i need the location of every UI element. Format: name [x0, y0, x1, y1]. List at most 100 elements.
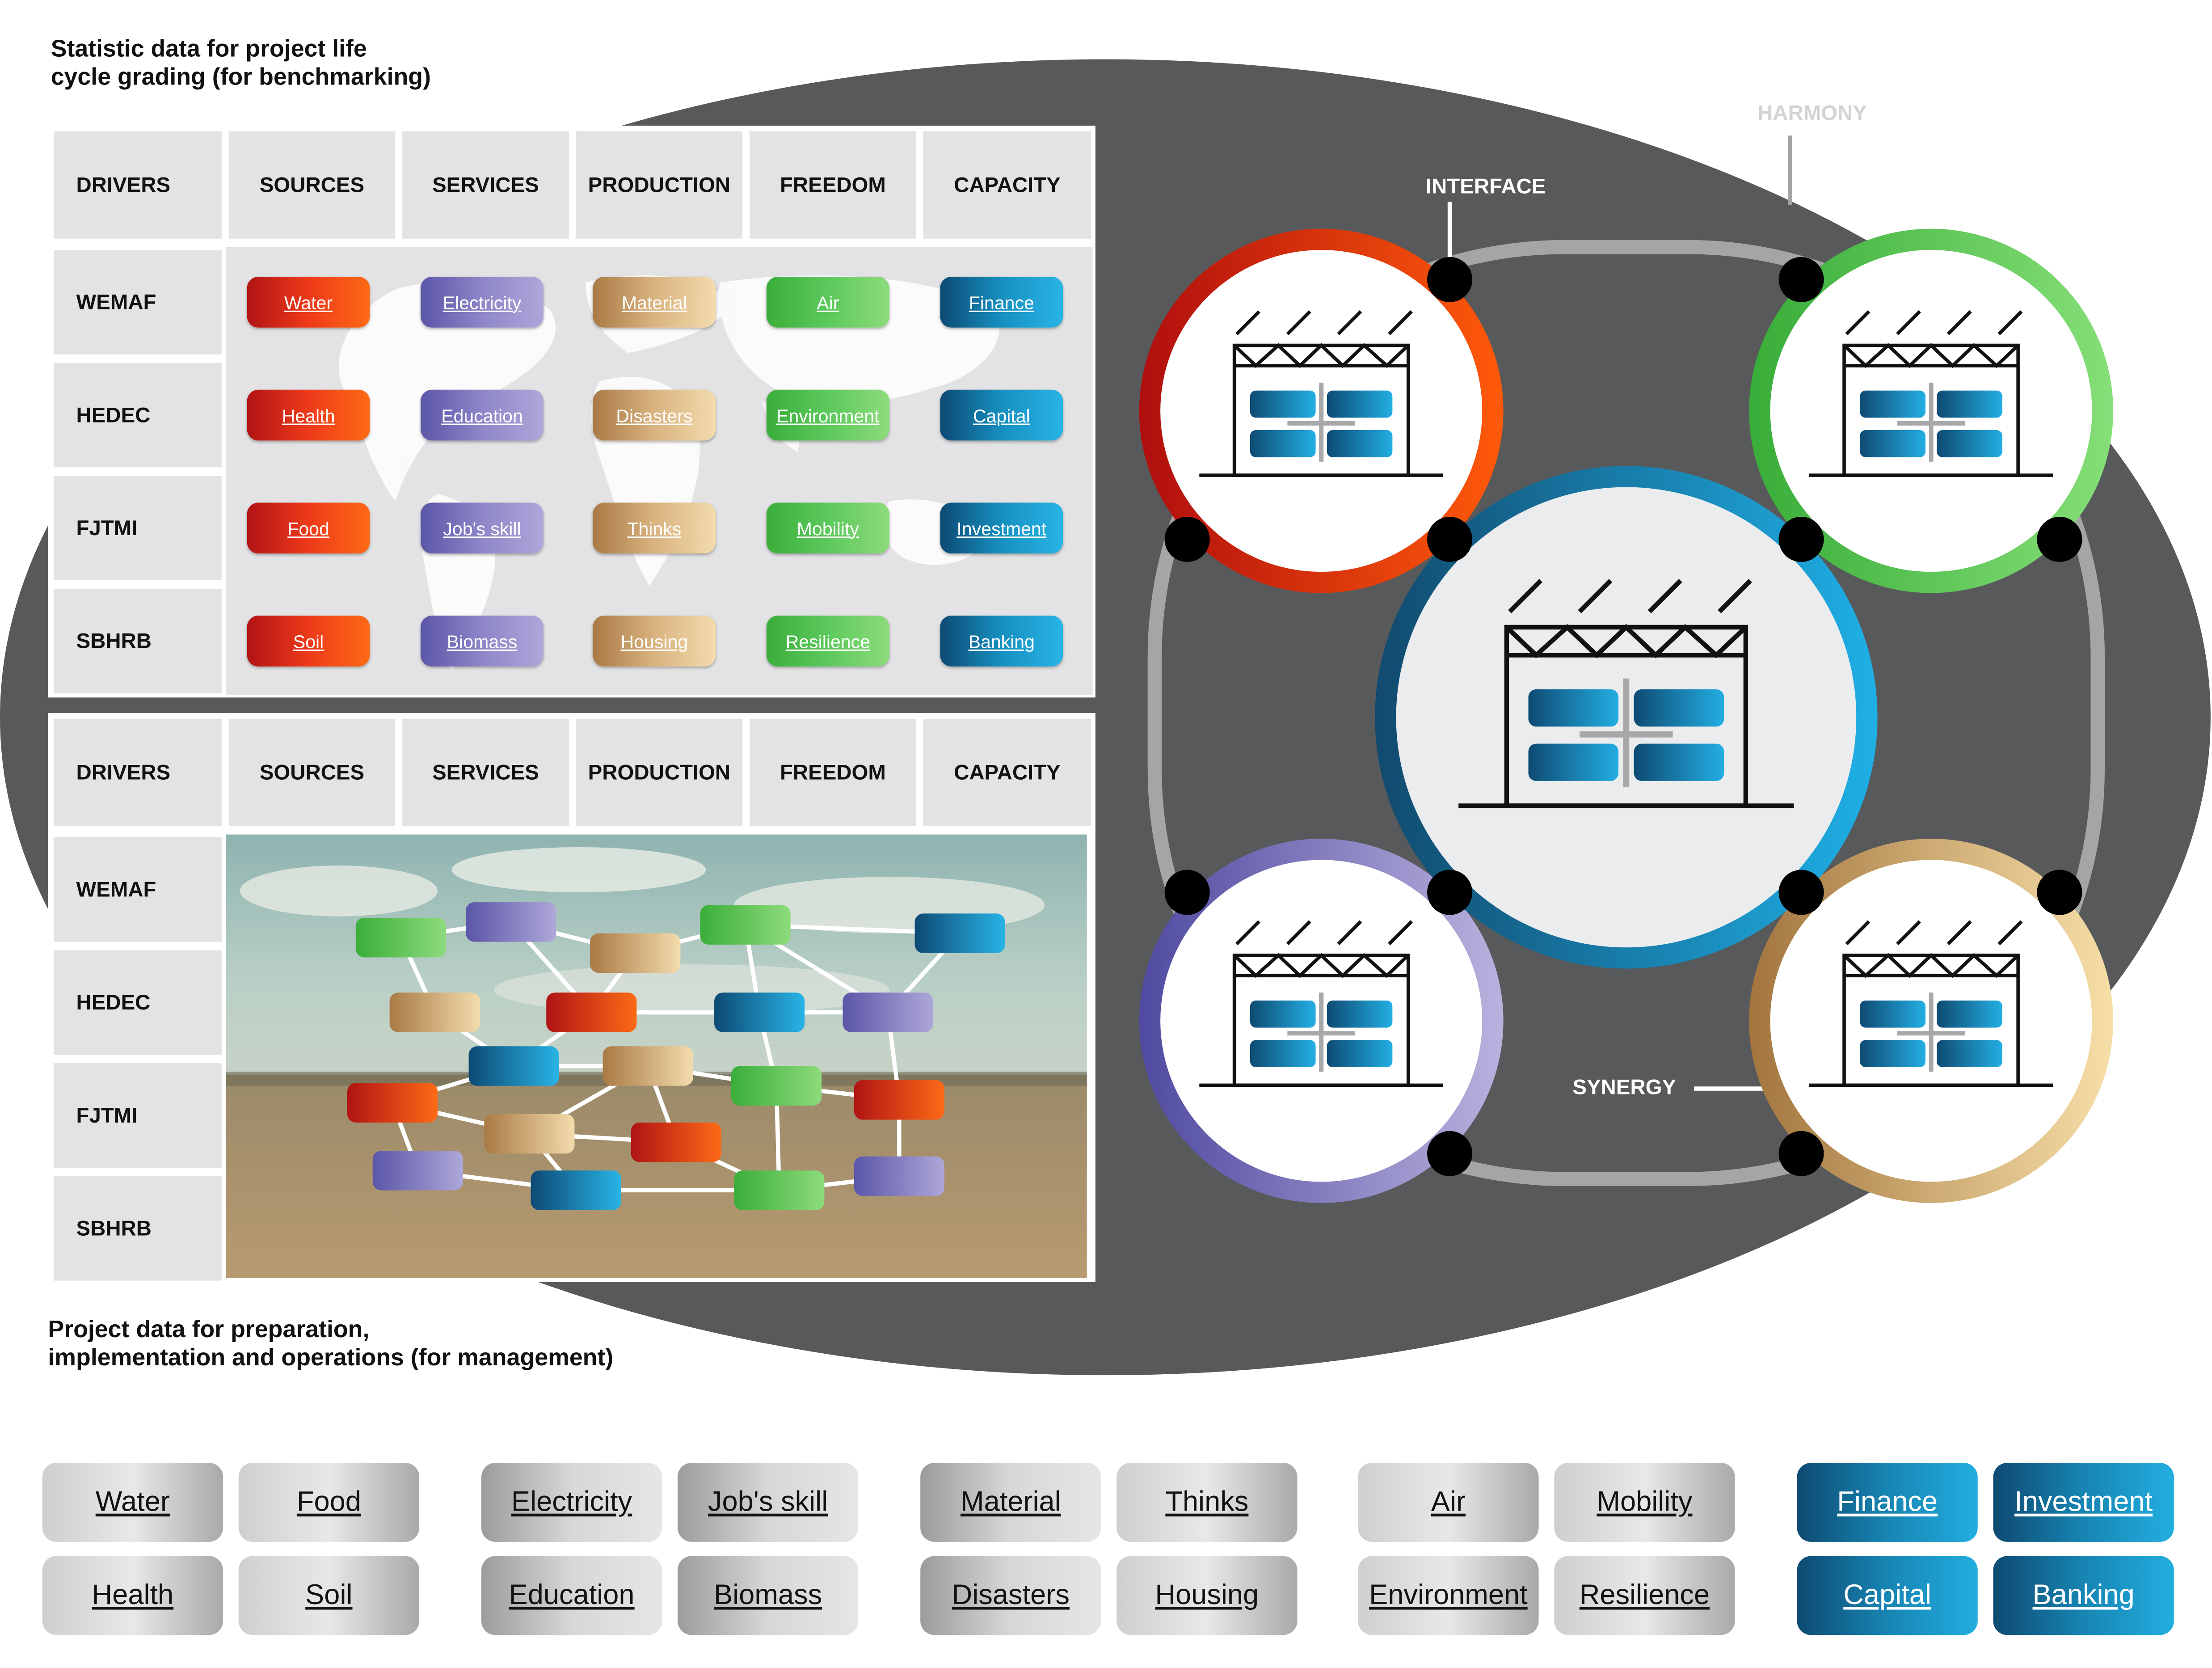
cell-pill-air[interactable]: Air [766, 277, 889, 328]
top-header-freedom: FREEDOM [750, 131, 916, 239]
network-graph [226, 834, 1087, 1278]
cell-pill-health[interactable]: Health [247, 389, 370, 441]
network-node[interactable] [854, 1080, 944, 1120]
network-node[interactable] [389, 992, 480, 1032]
harmony-ring [1147, 240, 2105, 1186]
legend-button-soil[interactable]: Soil [238, 1556, 420, 1635]
savanna-photo [226, 834, 1087, 1278]
circle-services [1139, 839, 1504, 1203]
bottom-header-sources: SOURCES [228, 718, 396, 826]
interface-label: INTERFACE [1425, 175, 1546, 199]
cell-pill-mobility[interactable]: Mobility [766, 503, 889, 554]
circle-sources [1139, 228, 1504, 593]
legend-button-job-s-skill[interactable]: Job's skill [677, 1462, 859, 1542]
top-row-hedec: HEDEC [54, 363, 222, 468]
cell-pill-investment[interactable]: Investment [940, 503, 1063, 554]
legend-button-mobility[interactable]: Mobility [1554, 1462, 1735, 1542]
network-node[interactable] [700, 905, 791, 945]
circle-freedom [1749, 228, 2113, 593]
bottom-header-freedom: FREEDOM [750, 718, 916, 826]
cell-pill-capital[interactable]: Capital [940, 389, 1063, 441]
cell-pill-biomass[interactable]: Biomass [421, 616, 544, 667]
cell-pill-education[interactable]: Education [421, 389, 544, 441]
legend-button-material[interactable]: Material [920, 1462, 1101, 1542]
legend-button-electricity[interactable]: Electricity [481, 1462, 662, 1542]
legend-button-capital[interactable]: Capital [1797, 1556, 1978, 1635]
interface-node [1427, 870, 1473, 915]
interface-node [1427, 257, 1473, 302]
top-header-services: SERVICES [402, 131, 569, 239]
legend-button-thinks[interactable]: Thinks [1117, 1462, 1298, 1542]
network-node[interactable] [603, 1046, 693, 1086]
network-node[interactable] [468, 1046, 559, 1086]
network-node[interactable] [734, 1170, 825, 1210]
harmony-label: HARMONY [1757, 101, 1867, 126]
legend-button-environment[interactable]: Environment [1358, 1556, 1539, 1635]
cell-pill-food[interactable]: Food [247, 503, 370, 554]
top-header-production: PRODUCTION [576, 131, 743, 239]
interface-node [1164, 870, 1210, 915]
bottom-caption: Project data for preparation, implementa… [48, 1316, 613, 1372]
legend-button-housing[interactable]: Housing [1117, 1556, 1298, 1635]
cell-pill-resilience[interactable]: Resilience [766, 616, 889, 667]
network-node[interactable] [914, 913, 1005, 953]
interface-node [1427, 1131, 1473, 1176]
bottom-header-drivers: DRIVERS [54, 718, 222, 826]
bottom-header-capacity: CAPACITY [923, 718, 1091, 826]
network-node[interactable] [531, 1170, 621, 1210]
cell-pill-environment[interactable]: Environment [766, 389, 889, 441]
legend-button-biomass[interactable]: Biomass [677, 1556, 859, 1635]
circle-capacity-center [1375, 466, 1878, 969]
cell-pill-finance[interactable]: Finance [940, 277, 1063, 328]
network-node[interactable] [372, 1151, 463, 1191]
network-node[interactable] [714, 992, 805, 1032]
network-node[interactable] [546, 992, 637, 1032]
cell-pill-soil[interactable]: Soil [247, 616, 370, 667]
bottom-row-fjtmi: FJTMI [54, 1063, 222, 1168]
network-node[interactable] [355, 917, 447, 958]
cell-pill-electricity[interactable]: Electricity [421, 277, 544, 328]
cell-pill-housing[interactable]: Housing [593, 616, 716, 667]
network-node[interactable] [466, 902, 556, 942]
bottom-row-hedec: HEDEC [54, 950, 222, 1055]
synergy-label: SYNERGY [1572, 1076, 1677, 1100]
legend-button-disasters[interactable]: Disasters [920, 1556, 1101, 1635]
legend-button-air[interactable]: Air [1358, 1462, 1539, 1542]
cell-pill-disasters[interactable]: Disasters [593, 389, 716, 441]
cell-pill-water[interactable]: Water [247, 277, 370, 328]
top-caption-line2: cycle grading (for benchmarking) [51, 63, 431, 91]
bottom-caption-line2: implementation and operations (for manag… [48, 1344, 614, 1371]
cell-pill-job-s-skill[interactable]: Job's skill [421, 503, 544, 554]
network-node[interactable] [347, 1083, 438, 1123]
top-row-wemaf: WEMAF [54, 250, 222, 355]
interface-node [2037, 870, 2082, 915]
cell-pill-material[interactable]: Material [593, 277, 716, 328]
network-node[interactable] [631, 1122, 721, 1162]
top-caption-line1: Statistic data for project life [51, 35, 367, 62]
bottom-header-production: PRODUCTION [576, 718, 743, 826]
legend-button-education[interactable]: Education [481, 1556, 662, 1635]
legend-button-resilience[interactable]: Resilience [1554, 1556, 1735, 1635]
cell-pill-banking[interactable]: Banking [940, 616, 1063, 667]
top-header-drivers: DRIVERS [54, 131, 222, 239]
top-caption: Statistic data for project life cycle gr… [51, 35, 431, 92]
legend-button-investment[interactable]: Investment [1993, 1462, 2174, 1542]
interface-node [1164, 516, 1210, 562]
legend-button-finance[interactable]: Finance [1797, 1462, 1978, 1542]
legend-button-health[interactable]: Health [42, 1556, 223, 1635]
network-node[interactable] [731, 1066, 822, 1106]
legend-button-water[interactable]: Water [42, 1462, 223, 1542]
interface-node [1427, 516, 1473, 562]
network-node[interactable] [484, 1114, 575, 1154]
network-node[interactable] [843, 992, 933, 1032]
top-row-sbhrb: SBHRB [54, 589, 222, 693]
interface-node [1778, 516, 1824, 562]
network-node[interactable] [854, 1156, 944, 1196]
top-header-sources: SOURCES [228, 131, 396, 239]
network-node[interactable] [590, 933, 681, 973]
interface-node [1778, 870, 1824, 915]
legend-button-food[interactable]: Food [238, 1462, 420, 1542]
legend-button-banking[interactable]: Banking [1993, 1556, 2174, 1635]
cell-pill-thinks[interactable]: Thinks [593, 503, 716, 554]
